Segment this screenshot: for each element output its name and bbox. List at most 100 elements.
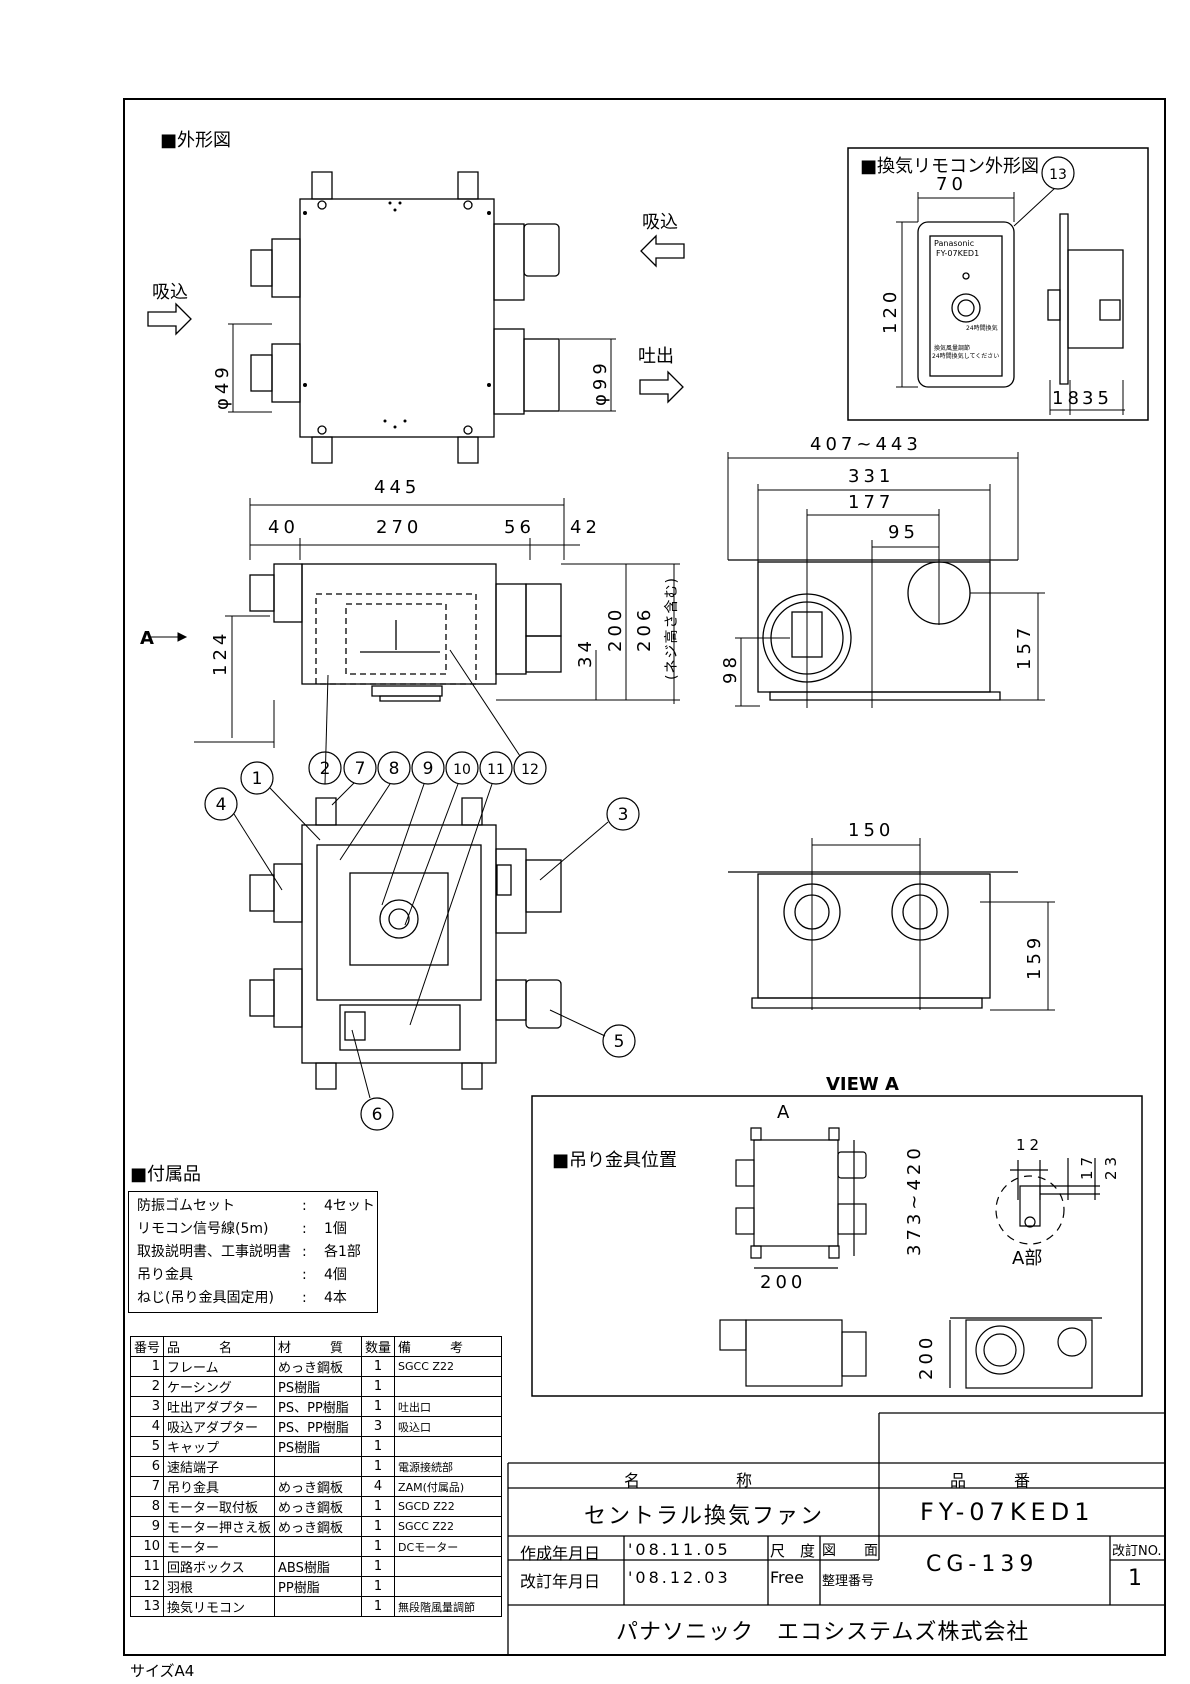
balloon-label-4: 4 [216, 795, 227, 815]
part-qty: 1 [361, 1516, 396, 1537]
dim-34: 34 [575, 637, 596, 668]
part-no: 3 [129, 1396, 165, 1417]
part-name: 回路ボックス [163, 1556, 276, 1577]
title-scale-label: 尺 度 [770, 1542, 816, 1560]
part-no: 5 [129, 1436, 165, 1457]
part-name: 羽根 [163, 1576, 276, 1597]
balloon-label-2: 2 [320, 759, 331, 779]
title-control-label: 整理番号 [822, 1574, 875, 1589]
intake-label-right: 吸込 [642, 212, 678, 233]
remote-brand: Panasonic [934, 239, 974, 248]
sheet-border [123, 98, 1166, 1656]
accessory-row: 取扱説明書、工事説明書:各1部 [137, 1241, 377, 1264]
balloon-10 [445, 751, 479, 785]
part-qty: 1 [361, 1396, 396, 1417]
dim-98: 98 [720, 653, 741, 684]
parts-header-remarks: 備 考 [394, 1336, 503, 1357]
top-view [250, 171, 560, 464]
dim-42: 42 [570, 517, 601, 538]
part-qty: 1 [361, 1556, 396, 1577]
hanger-top-view [735, 1127, 867, 1269]
balloon-4 [204, 787, 238, 821]
title-drawing-number: CG-139 [926, 1552, 1039, 1577]
remote-note-1: 換気風量調節 [934, 344, 970, 352]
dim-95: 95 [888, 522, 919, 543]
accessory-name: リモコン信号線(5m) [137, 1221, 269, 1237]
intake-arrow-right [640, 234, 685, 268]
part-remarks: 吸込口 [394, 1416, 503, 1437]
balloon-11 [479, 751, 513, 785]
outline-heading: ■外形図 [160, 130, 231, 151]
front-view [728, 559, 1018, 701]
parts-header-name: 品 名 [163, 1336, 276, 1357]
accessory-row: ねじ(吊り金具固定用):4本 [137, 1287, 377, 1310]
part-name: フレーム [163, 1356, 276, 1377]
exhaust-label: 吐出 [638, 346, 674, 367]
parts-header-row: 番号 品 名 材 質 数量 備 考 [129, 1336, 503, 1357]
part-qty: 1 [361, 1436, 396, 1457]
title-rev-label: 改訂NO. [1112, 1544, 1162, 1559]
dim-56: 56 [504, 517, 535, 538]
part-material: ABS樹脂 [274, 1556, 363, 1577]
balloon-13 [1041, 156, 1075, 190]
remote-model: FY-07KED1 [936, 249, 979, 258]
part-name: ケーシング [163, 1376, 276, 1397]
balloon-3 [606, 797, 640, 831]
part-no: 13 [129, 1596, 165, 1617]
part-name: 吐出アダプター [163, 1396, 276, 1417]
part-remarks [394, 1376, 503, 1397]
dim-remote-70: 70 [936, 174, 967, 195]
part-remarks: ZAM(付属品) [394, 1476, 503, 1497]
part-name: 吊り金具 [163, 1476, 276, 1497]
part-no: 8 [129, 1496, 165, 1517]
part-name: キャップ [163, 1436, 276, 1457]
dim-177: 177 [848, 492, 894, 513]
balloon-label-1: 1 [252, 769, 263, 789]
intake-label-left: 吸込 [152, 282, 188, 303]
title-name-value: セントラル換気ファン [584, 1504, 825, 1529]
dim-159: 159 [1024, 934, 1045, 980]
balloon-label-10: 10 [453, 762, 471, 778]
part-no: 10 [129, 1536, 165, 1557]
accessory-qty: 4個 [324, 1267, 347, 1283]
remote-frame [847, 147, 1149, 421]
balloon-label-13: 13 [1049, 167, 1067, 183]
dim-150: 150 [848, 820, 894, 841]
dim-407-443: 407~443 [810, 434, 922, 455]
part-remarks [394, 1436, 503, 1457]
a-part-label: A部 [1012, 1248, 1042, 1269]
accessory-row: 吊り金具:4個 [137, 1264, 377, 1287]
balloon-label-3: 3 [618, 805, 629, 825]
side-view [249, 563, 562, 702]
dim-hanger-17: 17 [1078, 1153, 1096, 1180]
dim-206: 206 [634, 606, 655, 652]
part-material: めっき鋼板 [274, 1516, 363, 1537]
part-material: めっき鋼板 [274, 1476, 363, 1497]
dim-hanger-12: 12 [1016, 1136, 1043, 1154]
balloon-label-11: 11 [487, 762, 505, 778]
dim-157: 157 [1014, 624, 1035, 670]
balloon-12 [513, 751, 547, 785]
dim-206-note: (ネジ高さ含む) [663, 577, 680, 680]
part-material: PS、PP樹脂 [274, 1396, 363, 1417]
intake-arrow-left [147, 302, 192, 336]
accessory-row: 防振ゴムセット:4セット [137, 1195, 377, 1218]
part-remarks: 電源接続部 [394, 1456, 503, 1477]
hanger-frame [531, 1095, 1143, 1397]
part-name: 吸込アダプター [163, 1416, 276, 1437]
part-remarks [394, 1576, 503, 1597]
balloon-label-5: 5 [614, 1032, 625, 1052]
title-created-label: 作成年月日 [520, 1544, 601, 1563]
part-no: 1 [129, 1356, 165, 1377]
accessory-sep: : [302, 1290, 307, 1306]
remote-note-2: 24時間換気してください [932, 352, 999, 360]
balloon-9 [411, 751, 445, 785]
title-revised-label: 改訂年月日 [520, 1572, 601, 1591]
part-material: PS樹脂 [274, 1436, 363, 1457]
part-name: 換気リモコン [163, 1596, 276, 1617]
title-revised-value: '08.12.03 [628, 1568, 731, 1587]
